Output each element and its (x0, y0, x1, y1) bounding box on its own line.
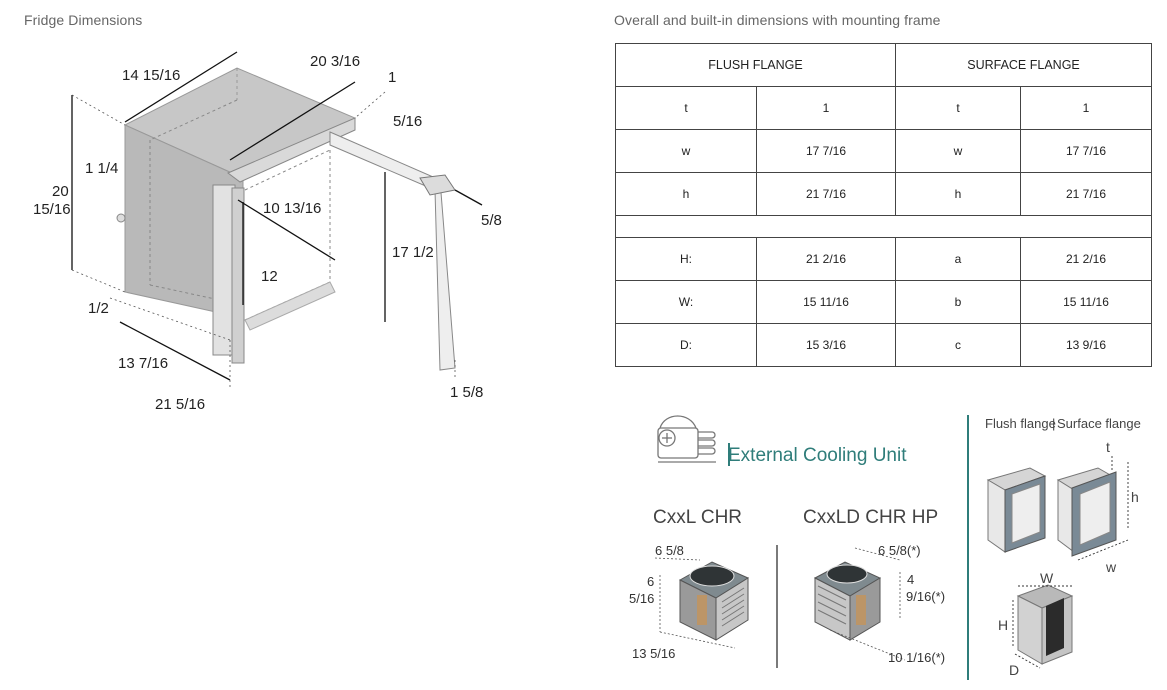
surface-flange-header: SURFACE FLANGE (895, 43, 1152, 87)
dim-flange-t: 1 (388, 69, 396, 86)
flush-flange-header: FLUSH FLANGE (615, 43, 896, 87)
unit2-side-dim-a: 4 (907, 572, 914, 587)
unit1-side-dim-a: 6 (647, 574, 654, 589)
unit2-name: CxxLD CHR HP (803, 507, 938, 528)
table-cell: 1 (1020, 86, 1152, 130)
compressor-icon (657, 415, 716, 463)
control-knob (116, 213, 126, 223)
table-row: h 21 7/16 h 21 7/16 (615, 172, 1152, 216)
table-cell: t (615, 86, 757, 130)
table-cell: w (895, 129, 1021, 173)
table-spacer-cell (615, 215, 1152, 238)
dim-inner-width: 12 (261, 268, 278, 285)
dim-flange-gap: 5/16 (393, 113, 422, 130)
dim-inner-height: 17 1/2 (392, 244, 434, 261)
unit1-top-dim: 6 5/8 (655, 543, 684, 558)
table-cell: 21 2/16 (1020, 237, 1152, 281)
surface-flange-label: Surface flange (1057, 416, 1141, 431)
table-cell: t (895, 86, 1021, 130)
table-cell: a (895, 237, 1021, 281)
table-row: H: 21 2/16 a 21 2/16 (615, 237, 1152, 281)
dim-width: 13 7/16 (118, 355, 168, 372)
dim-top-depth: 14 15/16 (122, 67, 180, 84)
flush-flange-drawing (986, 467, 1047, 553)
unit2-top-dim: 6 5/8(*) (878, 543, 921, 558)
table-cell: 17 7/16 (756, 129, 896, 173)
table-cell: c (895, 323, 1021, 367)
table-cell: 21 7/16 (756, 172, 896, 216)
table-cell: D: (615, 323, 757, 367)
front-frame (227, 117, 356, 183)
cooling-unit-title: External Cooling Unit (728, 445, 907, 466)
niche-d-label: D (1009, 662, 1019, 678)
table-row: w 17 7/16 w 17 7/16 (615, 129, 1152, 173)
table-cell: 17 7/16 (1020, 129, 1152, 173)
table-row: t 1 t 1 (615, 86, 1152, 130)
table-row: W: 15 11/16 b 15 11/16 (615, 280, 1152, 324)
unit1-drawing (678, 561, 750, 641)
table-spacer-row (615, 215, 1152, 238)
door-handle (419, 174, 456, 196)
unit2-bottom-dim: 10 1/16(*) (888, 650, 945, 665)
table-cell: 15 11/16 (756, 280, 896, 324)
dim-overall-width: 21 5/16 (155, 396, 205, 410)
table-cell: 1 (756, 86, 896, 130)
table-cell: 21 2/16 (756, 237, 896, 281)
flange-t-label: t (1106, 439, 1110, 455)
unit2-side-dim-b: 9/16(*) (906, 589, 945, 604)
table-cell: 21 7/16 (1020, 172, 1152, 216)
table-cell: w (615, 129, 757, 173)
table-row: D: 15 3/16 c 13 9/16 (615, 323, 1152, 367)
fridge-dimensions-title: Fridge Dimensions (24, 12, 143, 28)
dim-height-b: 15/16 (33, 201, 71, 218)
dim-inner-depth: 10 13/16 (263, 200, 321, 217)
unit1-bottom-dim: 13 5/16 (632, 646, 675, 661)
dim-handle: 5/8 (481, 212, 502, 229)
flange-panel: Flush flange | Surface flange t h w W H … (967, 415, 1141, 680)
dim-overall-depth: 20 3/16 (310, 53, 360, 70)
table-cell: W: (615, 280, 757, 324)
flange-h-label: h (1131, 489, 1139, 505)
unit1-name: CxxL CHR (653, 507, 742, 528)
table-cell: H: (615, 237, 757, 281)
table-cell: h (615, 172, 757, 216)
table-cell: b (895, 280, 1021, 324)
table-cell: 15 3/16 (756, 323, 896, 367)
table-header-row: FLUSH FLANGE SURFACE FLANGE (615, 43, 1152, 87)
cooling-unit-section: External Cooling Unit CxxL CHR CxxLD CHR… (629, 415, 945, 668)
dim-side-offset: 1 1/4 (85, 160, 118, 177)
dim-door-offset: 1 5/8 (450, 384, 483, 401)
niche-w-label: W (1040, 570, 1054, 586)
table-cell: h (895, 172, 1021, 216)
flush-flange-label: Flush flange (985, 416, 1056, 431)
dim-foot: 1/2 (88, 300, 109, 317)
niche-drawing (1016, 584, 1074, 665)
table-cell: 15 11/16 (1020, 280, 1152, 324)
unit1-side-dim-b: 5/16 (629, 591, 654, 606)
flange-label-separator: | (1052, 416, 1055, 431)
overall-dimensions-title: Overall and built-in dimensions with mou… (614, 12, 941, 28)
fridge-diagram: 14 15/16 20 3/16 1 5/16 1 1/4 20 15/16 1… (33, 51, 502, 410)
unit2-drawing (813, 561, 882, 641)
table-cell: 13 9/16 (1020, 323, 1152, 367)
flange-w-label: w (1105, 559, 1117, 575)
dim-height-a: 20 (52, 183, 69, 200)
niche-h-label: H (998, 617, 1008, 633)
surface-flange-drawing (1056, 467, 1117, 557)
flange-dimensions-table: FLUSH FLANGE SURFACE FLANGE t 1 t 1 w 17… (615, 43, 1152, 367)
